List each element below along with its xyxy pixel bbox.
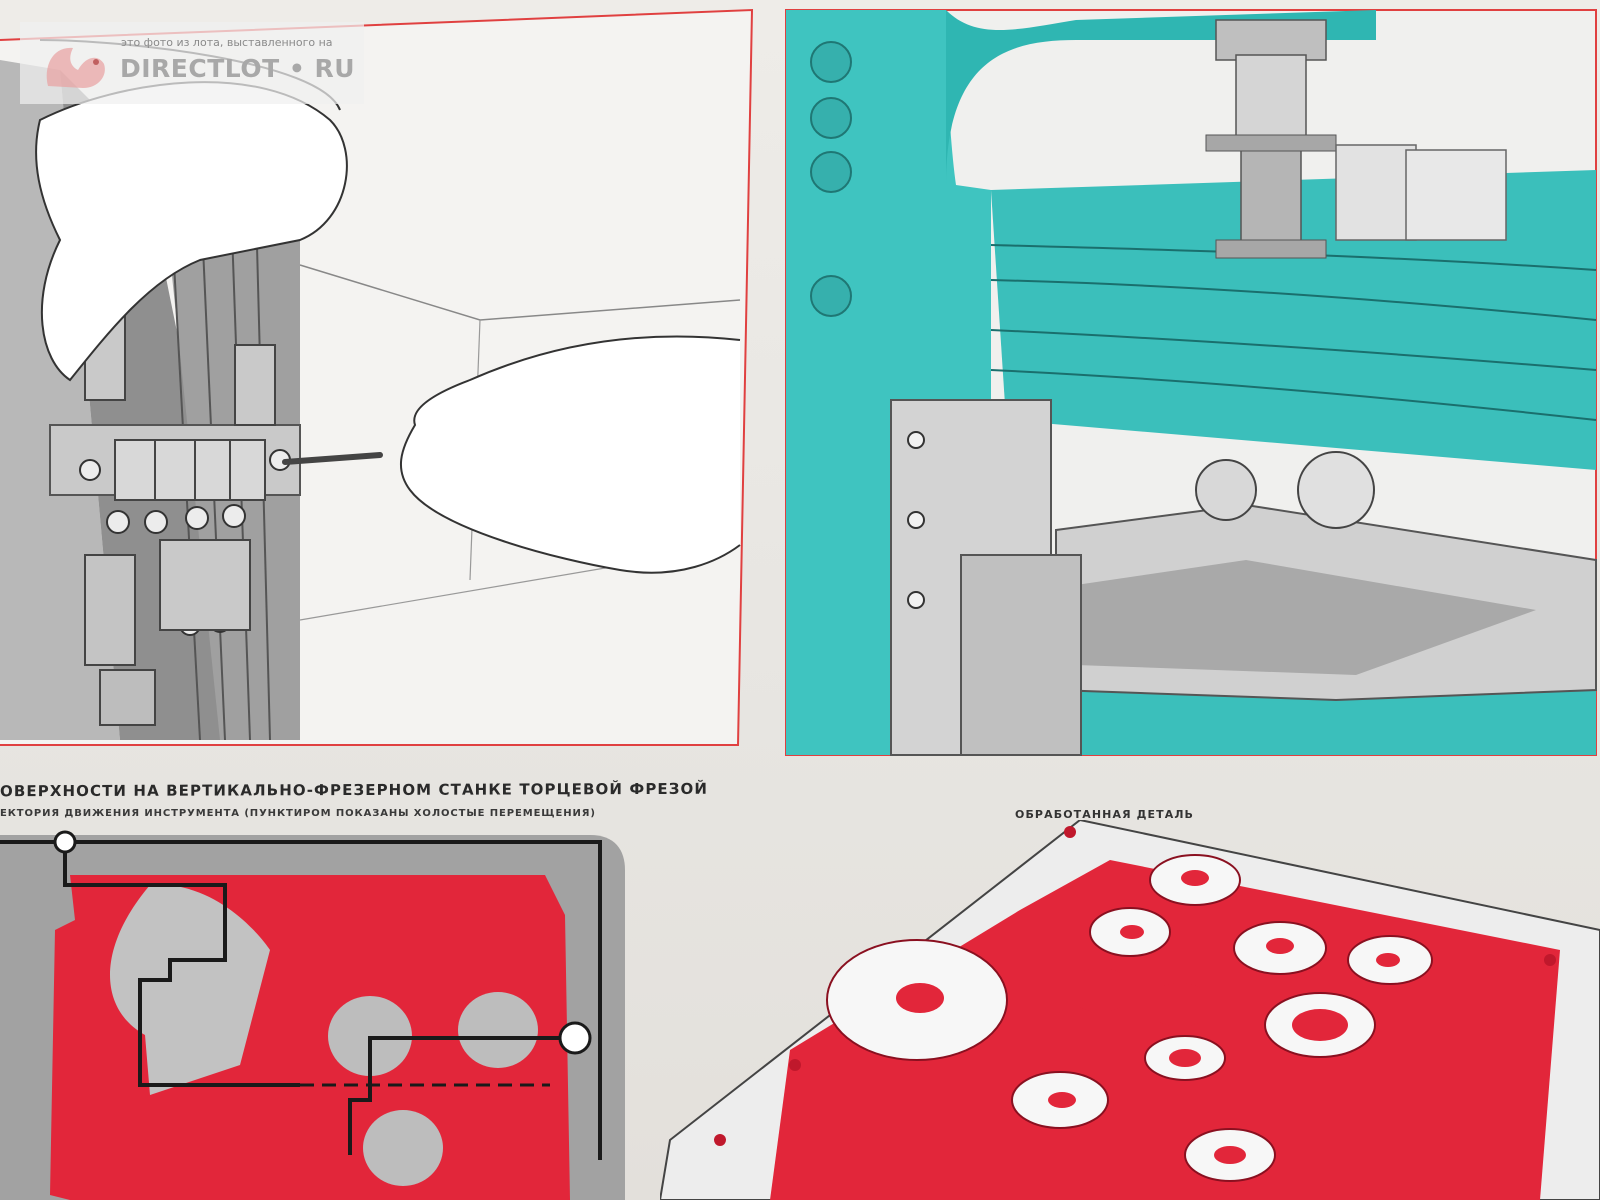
watermark: это фото из лота, выставленного на DIREC… (20, 22, 364, 104)
watermark-caption: это фото из лота, выставленного на (121, 36, 333, 49)
watermark-site-name: DIRECTLOT • RU (120, 54, 356, 83)
gib-adjustment-illustration (0, 0, 760, 760)
finished-part-illustration (660, 820, 1600, 1200)
finished-part-label: ОБРАБОТАННАЯ ДЕТАЛЬ (1015, 808, 1195, 821)
squirrel-logo-icon (46, 47, 105, 88)
poster-title: ОВЕРХНОСТИ НА ВЕРТИКАЛЬНО-ФРЕЗЕРНОМ СТАН… (0, 779, 709, 801)
milling-machine-illustration (776, 0, 1600, 760)
tool-path-diagram (0, 820, 640, 1200)
tool-path-subtitle: ЕКТОРИЯ ДВИЖЕНИЯ ИНСТРУМЕНТА (ПУНКТИРОМ … (0, 808, 596, 819)
